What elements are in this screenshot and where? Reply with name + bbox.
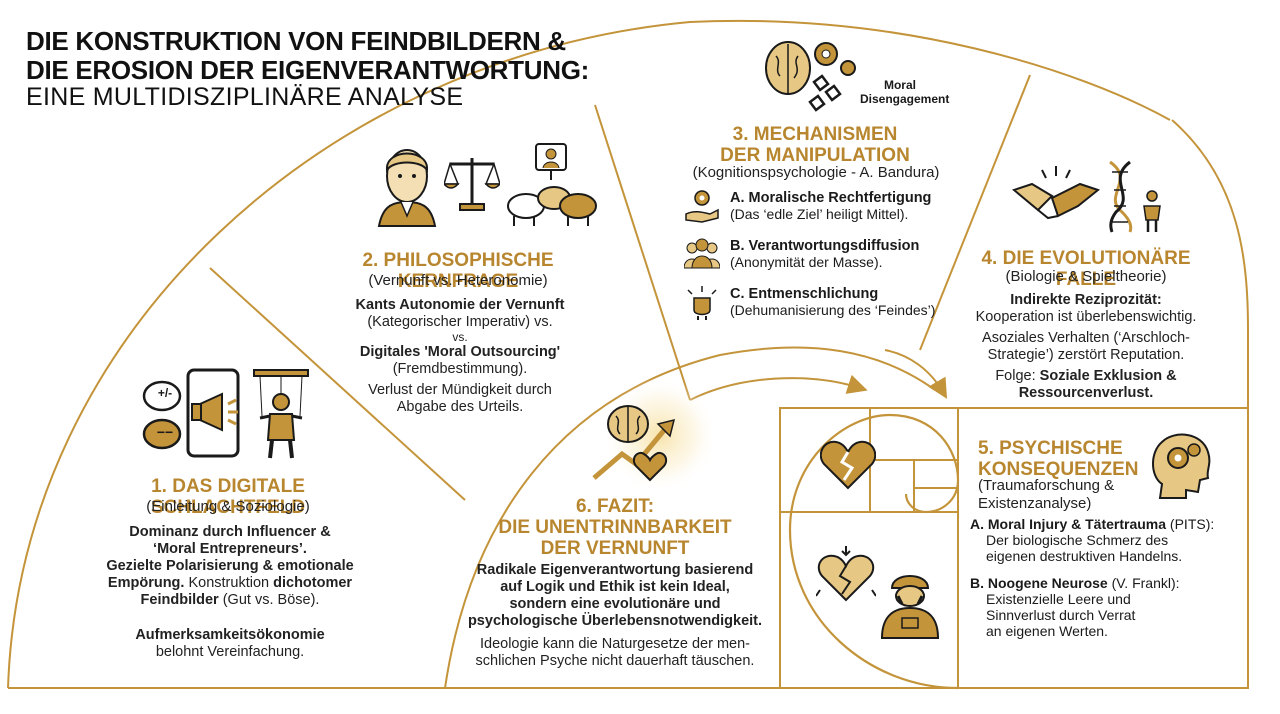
smartphone-megaphone-icon: [142, 368, 240, 458]
section2-text-l2: (Kategorischer Imperativ) vs.: [367, 314, 553, 330]
page-subtitle: EINE MULTIDISZIPLINÄRE ANALYSE: [26, 83, 464, 111]
section4-text-l1: Indirekte Reziprozität:: [1010, 292, 1162, 308]
section1-text-l3: Gezielte Polarisierung & emotionale: [106, 558, 354, 574]
brain-gears-chain-icon: [765, 41, 856, 112]
section4-text-l2: Kooperation ist überlebenswichtig.: [975, 309, 1197, 325]
mechanism-item-c: C. Entmenschlichung (Dehumanisierung des…: [730, 286, 936, 318]
section2-subtitle: (Vernunft vs. Heteronomie): [368, 272, 548, 289]
section2-text-l6: Verlust der Mündigkeit durch: [368, 382, 552, 398]
fist-icon: [687, 286, 717, 320]
puppet-icon: [253, 369, 309, 459]
head-gear-icon: [1152, 433, 1211, 499]
section1-text-l7: belohnt Vereinfachung.: [155, 644, 305, 660]
section6-text-l3: sondern eine evolutionäre und: [509, 596, 721, 612]
middle-arc: [444, 346, 936, 689]
section6-title: 6. FAZIT: DIE UNENTRINNBARKEIT DER VERNU…: [498, 496, 732, 559]
mechanism-item-a: A. Moralische Rechtfertigung (Das ‘edle …: [730, 190, 932, 222]
broken-heart-icon: [820, 440, 876, 490]
section5-title: 5. PSYCHISCHE KONSEQUENZEN: [978, 438, 1139, 480]
brain-heart-arrow-icon: [592, 405, 676, 482]
section1-text-l6: Aufmerksamkeitsökonomie: [135, 627, 325, 643]
section6-text-l5: Ideologie kann die Naturgesetze der men-: [479, 636, 751, 652]
section6-text-l4: psychologische Überlebensnotwendigkeit.: [467, 613, 763, 629]
section3-title: 3. MECHANISMEN DER MANIPULATION: [720, 124, 910, 166]
section1-text-l1: Dominanz durch Influencer &: [129, 524, 331, 540]
dna-person-icon: [1109, 160, 1161, 233]
section1-text-l4: Empörung. Konstruktion dichotomer: [107, 575, 353, 591]
plus-minus-badge: +/-: [157, 386, 173, 400]
section2-text-l7: Abgabe des Urteils.: [396, 399, 524, 415]
shattered-heart-icon: [816, 546, 876, 602]
kant-portrait-icon: [377, 149, 437, 227]
section5-item-a: A. Moral Injury & Tätertrauma (PITS): De…: [970, 516, 1215, 564]
section2-text-l1: Kants Autonomie der Vernunft: [355, 297, 565, 313]
section2-text-l4: Digitales 'Moral Outsourcing': [359, 344, 561, 360]
section4-subtitle: (Biologie & Spieltheorie): [1005, 268, 1167, 285]
hand-gear-icon: [685, 190, 719, 223]
section2-text-l5: (Fremdbestimmung).: [392, 361, 528, 377]
section5-subtitle: (Traumaforschung & Existenzanalyse): [978, 477, 1115, 512]
moral-disengagement-label: Moral Disengagement: [860, 78, 950, 106]
screen-and-sheep-icon: [507, 143, 597, 226]
distressed-soldier-icon: [880, 575, 940, 639]
section5-item-b: B. Noogene Neurose (V. Frankl): Existenz…: [970, 575, 1180, 639]
section1-text-l5: Feindbilder (Gut vs. Böse).: [140, 592, 320, 608]
section6-text-l1: Radikale Eigenverantwortung basierend: [476, 562, 754, 578]
handshake-icon: [1012, 166, 1100, 220]
section4-text-l4: Strategie’) zerstört Reputation.: [987, 347, 1185, 363]
mechanism-item-b: B. Verantwortungsdiffusion (Anonymität d…: [730, 238, 920, 270]
section2-title: 2. PHILOSOPHISCHE KERNFRAGE: [362, 250, 554, 292]
crowd-icon: [684, 238, 720, 269]
section4-text-l3: Asoziales Verhalten (‘Arschloch-: [982, 330, 1190, 346]
section4-text-l5: Folge: Soziale Exklusion &: [995, 368, 1177, 384]
section4-text-l6: Ressourcenverlust.: [1018, 385, 1154, 401]
minus-badge: −−: [156, 424, 174, 440]
section1-title: 1. DAS DIGITALE SCHLACHTFELD: [150, 476, 306, 518]
page-title-line2: DIE EROSION DER EIGENVERANTWORTUNG:: [26, 55, 589, 85]
section6-text-l6: schlichen Psyche nicht dauerhaft täusche…: [475, 653, 755, 669]
page-title-line1: DIE KONSTRUKTION VON FEINDBILDERN &: [26, 26, 566, 56]
section6-text-l2: auf Logik und Ethik ist kein Ideal,: [500, 579, 730, 595]
section1-text-l2: ‘Moral Entrepreneurs’.: [153, 541, 307, 557]
scales-icon: [444, 158, 500, 211]
section3-subtitle: (Kognitionspsychologie - A. Bandura): [692, 164, 940, 181]
section1-subtitle: (Einleitung & Soziologie): [146, 498, 310, 515]
section2-text-l3: vs.: [452, 330, 468, 344]
section4-title: 4. DIE EVOLUTIONÄRE FALLE: [981, 248, 1191, 290]
outer-arc: [7, 19, 1171, 689]
